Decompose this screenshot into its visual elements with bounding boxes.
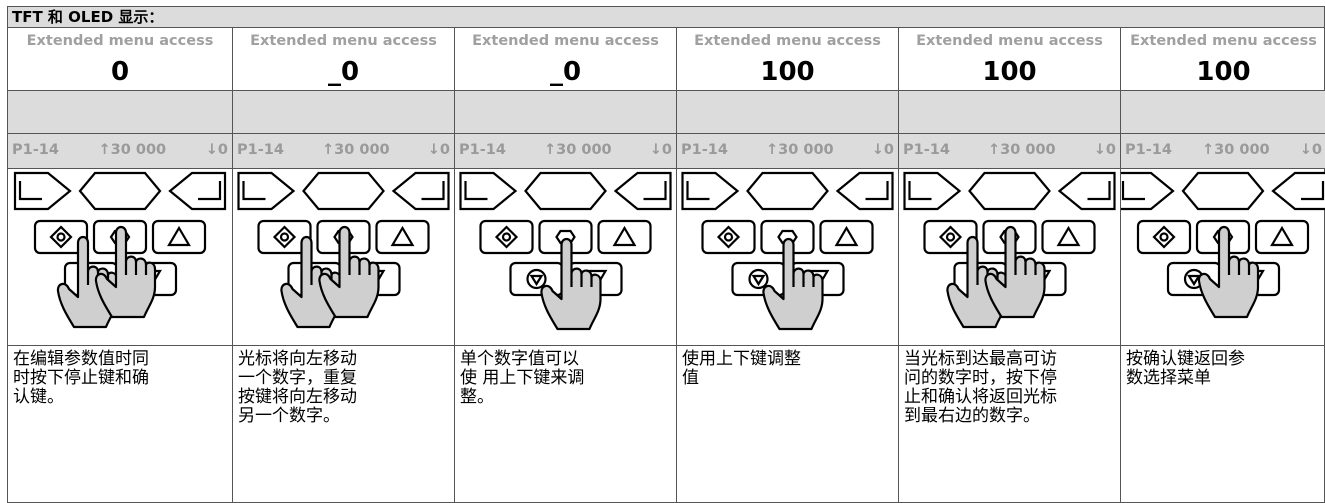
keypad-illustration — [8, 169, 232, 345]
step-description: 光标将向左移动 一个数字，重复 按键将向左移动 另一个数字。 — [233, 345, 454, 503]
parameter-max: ↑30 000 — [766, 142, 834, 158]
menu-label: Extended menu access — [250, 33, 437, 49]
parameter-min: ↓0 — [205, 142, 228, 158]
left-softkey-icon — [459, 171, 518, 211]
right-softkey-icon — [391, 171, 450, 211]
display-band — [8, 90, 232, 133]
parameter-param: P1-14 — [903, 142, 950, 158]
left-softkey-icon — [237, 171, 296, 211]
keypad-svg — [681, 171, 894, 331]
keypad-illustration — [677, 169, 898, 345]
display-center-key-icon — [968, 171, 1051, 211]
display-band — [455, 90, 676, 133]
keypad-illustration — [455, 169, 676, 345]
left-softkey-icon — [1116, 171, 1175, 211]
keypad-svg — [459, 171, 672, 331]
description-text: 按确认键返回参 数选择菜单 — [1126, 349, 1245, 388]
parameter-param: P1-14 — [237, 142, 284, 158]
parameter-bar: P1-14 ↑30 000 ↓0 — [899, 133, 1120, 169]
description-text: 光标将向左移动 一个数字，重复 按键将向左移动 另一个数字。 — [238, 349, 357, 426]
description-text: 单个数字值可以 使 用上下键来调 整。 — [460, 349, 585, 407]
parameter-max: ↑30 000 — [98, 142, 167, 158]
keypad-illustration — [1116, 169, 1325, 345]
parameter-value: _0 — [549, 57, 582, 87]
parameter-bar: P1-14 ↑30 000 ↓0 — [233, 133, 454, 169]
parameter-bar: P1-14 ↑30 000 ↓0 — [677, 133, 898, 169]
parameter-value: _0 — [327, 57, 360, 87]
parameter-min: ↓0 — [1299, 142, 1322, 158]
menu-label: Extended menu access — [694, 33, 881, 49]
display-band — [899, 90, 1120, 133]
description-text: 在编辑参数值时同 时按下停止键和确 认键。 — [13, 349, 149, 407]
keypad-illustration — [899, 169, 1120, 345]
step-description: 使用上下键调整 值 — [677, 345, 898, 503]
pointing-hand-icon — [1197, 225, 1260, 319]
keypad-svg — [903, 171, 1116, 329]
table-header: TFT 和 OLED 显示： — [8, 7, 1324, 28]
parameter-max: ↑30 000 — [988, 142, 1056, 158]
left-softkey-icon — [903, 171, 962, 211]
pointing-hand-icon — [762, 237, 824, 331]
parameter-min: ↓0 — [649, 142, 672, 158]
right-softkey-icon — [835, 171, 894, 211]
parameter-max: ↑30 000 — [544, 142, 612, 158]
menu-label: Extended menu access — [1130, 33, 1317, 49]
keypad-svg — [1116, 171, 1325, 319]
parameter-bar: P1-14 ↑30 000 ↓0 — [455, 133, 676, 169]
menu-label: Extended menu access — [916, 33, 1103, 49]
parameter-max: ↑30 000 — [322, 142, 390, 158]
parameter-value: 100 — [1196, 57, 1251, 87]
right-softkey-icon — [1057, 171, 1116, 211]
display-center-key-icon — [1181, 171, 1265, 211]
keypad-svg — [13, 171, 227, 329]
left-softkey-icon — [681, 171, 740, 211]
pointing-hand-icon — [318, 225, 380, 319]
parameter-min: ↓0 — [871, 142, 894, 158]
parameter-param: P1-14 — [1125, 142, 1172, 158]
menu-label: Extended menu access — [26, 33, 214, 49]
step-description: 按确认键返回参 数选择菜单 — [1121, 345, 1325, 503]
display-center-key-icon — [524, 171, 607, 211]
menu-label: Extended menu access — [472, 33, 659, 49]
parameter-max: ↑30 000 — [1202, 142, 1270, 158]
keypad-svg — [237, 171, 450, 329]
parameter-param: P1-14 — [12, 142, 59, 158]
description-text: 当光标到达最高可访 问的数字时，按下停 止和确认将返回光标 到最右边的数字。 — [904, 349, 1057, 426]
right-softkey-icon — [168, 171, 227, 211]
step-description: 单个数字值可以 使 用上下键来调 整。 — [455, 345, 676, 503]
description-text: 使用上下键调整 值 — [682, 349, 801, 388]
display-band — [677, 90, 898, 133]
display-center-key-icon — [78, 171, 162, 211]
step-description: 当光标到达最高可访 问的数字时，按下停 止和确认将返回光标 到最右边的数字。 — [899, 345, 1120, 503]
pointing-hand-icon — [984, 225, 1046, 319]
left-softkey-icon — [13, 171, 72, 211]
parameter-param: P1-14 — [459, 142, 506, 158]
step-description: 在编辑参数值时同 时按下停止键和确 认键。 — [8, 345, 232, 503]
right-softkey-icon — [613, 171, 672, 211]
parameter-min: ↓0 — [1093, 142, 1116, 158]
parameter-min: ↓0 — [427, 142, 450, 158]
pointing-hand-icon — [540, 237, 602, 331]
parameter-param: P1-14 — [681, 142, 728, 158]
parameter-value: 100 — [760, 57, 815, 87]
display-center-key-icon — [746, 171, 829, 211]
display-center-key-icon — [302, 171, 385, 211]
pointing-hand-icon — [94, 225, 157, 319]
parameter-bar: P1-14 ↑30 000 ↓0 — [1121, 133, 1325, 169]
parameter-value: 100 — [982, 57, 1037, 87]
display-band — [1121, 90, 1325, 133]
parameter-value: 0 — [110, 57, 130, 87]
parameter-bar: P1-14 ↑30 000 ↓0 — [8, 133, 232, 169]
display-band — [233, 90, 454, 133]
right-softkey-icon — [1271, 171, 1325, 211]
keypad-illustration — [233, 169, 454, 345]
